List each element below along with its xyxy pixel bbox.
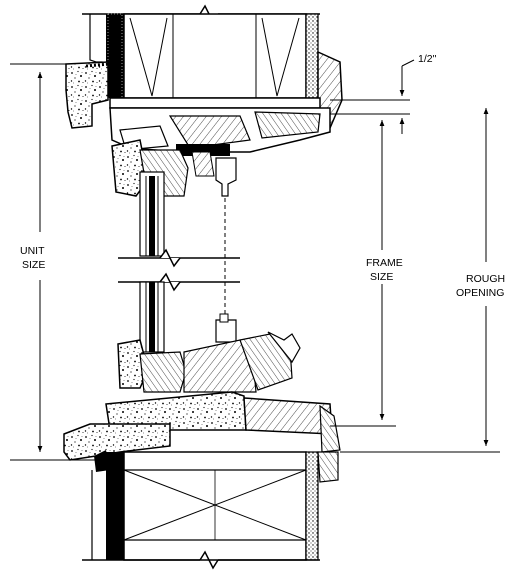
upper-sash	[111, 139, 237, 257]
frame-size-label-line1: FRAME	[366, 257, 403, 269]
head-jamb	[109, 97, 331, 156]
unit-size-label-line1: UNIT	[20, 245, 45, 257]
unit-size-label-line2: SIZE	[22, 259, 45, 271]
frame-size-label-line2: SIZE	[370, 271, 393, 283]
dimension-rough-opening: ROUGH OPENING	[340, 108, 505, 453]
lower-wall	[82, 451, 339, 570]
dimension-frame-size: FRAME SIZE	[330, 99, 410, 427]
upper-wall	[82, 4, 320, 99]
dimension-unit-size: UNIT SIZE	[10, 63, 106, 461]
rough-opening-label-line2: OPENING	[456, 287, 504, 299]
break-lines	[118, 198, 240, 318]
shim-gap-label: 1/2"	[418, 53, 437, 65]
dimension-shim-gap: 1/2"	[399, 53, 437, 134]
lower-sash	[117, 281, 237, 393]
sill	[105, 331, 341, 453]
rough-opening-label-line1: ROUGH	[466, 273, 505, 285]
